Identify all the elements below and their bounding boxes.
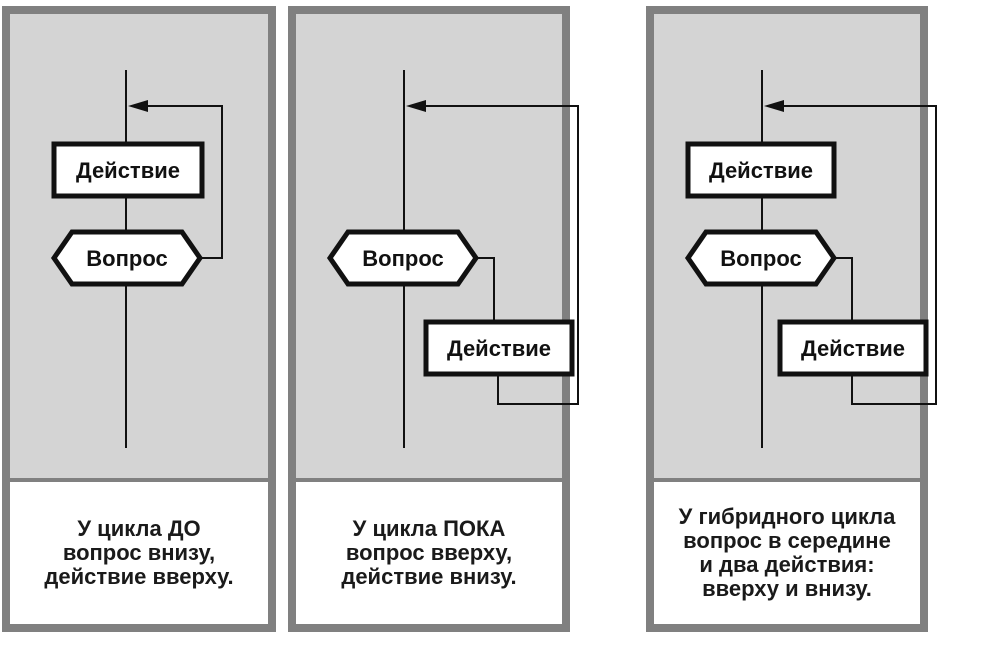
caption-line: вверху и внизу. xyxy=(702,576,872,601)
caption-line: У цикла ПОКА xyxy=(352,516,506,541)
top-action-label: Действие xyxy=(709,158,813,183)
caption-line: вопрос в середине xyxy=(683,528,891,553)
question-hexagon xyxy=(326,229,480,287)
caption-while-loop: У цикла ПОКА вопрос вверху, действие вни… xyxy=(296,482,562,624)
diagram-hybrid-loop: Действие Вопрос Действие xyxy=(654,14,937,478)
diagram-while-loop: Вопрос Действие xyxy=(296,14,579,478)
arrowhead-icon xyxy=(764,100,784,112)
caption-line: У гибридного цикла xyxy=(678,504,896,529)
caption-line: действие вверху. xyxy=(44,564,234,589)
arrowhead-icon xyxy=(406,100,426,112)
flowchart-hybrid-loop: Действие Вопрос Действие xyxy=(684,70,937,448)
flowchart-while-loop: Вопрос Действие xyxy=(326,70,579,448)
action-label: Действие xyxy=(76,158,180,183)
loop-back-line xyxy=(776,105,937,405)
bottom-action-label: Действие xyxy=(801,336,905,361)
loop-back-line xyxy=(418,105,579,405)
caption-hybrid-loop: У гибридного цикла вопрос в середине и д… xyxy=(654,482,920,624)
caption-do-loop: У цикла ДО вопрос внизу, действие вверху… xyxy=(10,482,268,624)
loop-back-line xyxy=(140,105,223,259)
action-box xyxy=(51,141,205,199)
caption-line: У цикла ДО xyxy=(77,516,201,541)
caption-line: действие внизу. xyxy=(341,564,517,589)
action-box xyxy=(423,319,575,377)
panel-hybrid-loop: Действие Вопрос Действие У гибридного ци… xyxy=(646,6,937,632)
question-hexagon xyxy=(50,229,204,287)
branch-line xyxy=(830,257,853,326)
action-label: Действие xyxy=(447,336,551,361)
question-hexagon xyxy=(684,229,838,287)
question-label: Вопрос xyxy=(362,246,443,271)
branch-line xyxy=(472,257,495,326)
question-label: Вопрос xyxy=(720,246,801,271)
question-label: Вопрос xyxy=(86,246,167,271)
caption-line: и два действия: xyxy=(699,552,875,577)
bottom-action-box xyxy=(777,319,929,377)
top-action-box xyxy=(685,141,837,199)
panel-while-loop: Вопрос Действие У цикла ПОКА вопрос ввер… xyxy=(288,6,579,632)
caption-line: вопрос внизу, xyxy=(62,540,216,565)
arrowhead-icon xyxy=(128,100,148,112)
caption-line: вопрос вверху, xyxy=(345,540,513,565)
diagram-do-loop: Действие Вопрос xyxy=(10,14,268,478)
flowchart-do-loop: Действие Вопрос xyxy=(50,70,223,448)
panel-do-loop: Действие Вопрос У цикла ДО вопрос внизу,… xyxy=(2,6,276,632)
